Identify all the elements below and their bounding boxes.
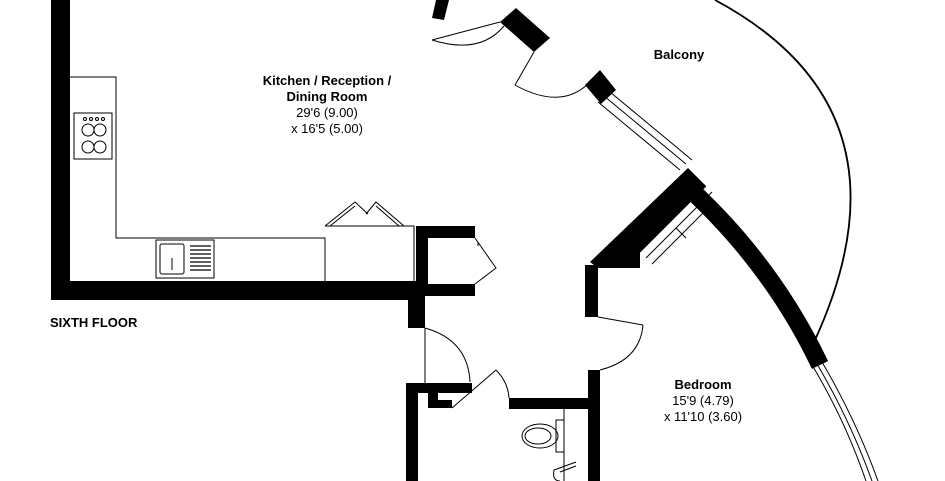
door-swings bbox=[424, 21, 644, 409]
toilet-icon bbox=[521, 419, 565, 453]
wall-curved-outer bbox=[674, 173, 829, 369]
wall-left bbox=[51, 0, 70, 300]
cupboard-doors bbox=[324, 201, 405, 227]
kitchen-dim1: 29'6 (9.00) bbox=[296, 105, 358, 120]
kitchen-name-line1: Kitchen / Reception / bbox=[263, 73, 392, 88]
bedroom-dim2: x 11'10 (3.60) bbox=[664, 409, 742, 424]
wall-kitchen-bottom bbox=[51, 281, 425, 300]
wall-bedroom-left bbox=[588, 370, 600, 481]
wardrobe bbox=[639, 185, 713, 265]
wall-top-block2 bbox=[585, 70, 616, 104]
glazing bbox=[597, 91, 879, 481]
kitchen-name-line2: Dining Room bbox=[287, 89, 368, 104]
sink-icon bbox=[155, 239, 215, 279]
wall-lower-left bbox=[406, 383, 418, 481]
balcony-outline bbox=[714, 0, 852, 341]
wall-top-block0 bbox=[432, 0, 449, 20]
hob-icon bbox=[73, 112, 113, 160]
bedroom-name: Bedroom bbox=[674, 377, 731, 392]
wall-bedroom-angle bbox=[590, 168, 706, 268]
wall-top-block1 bbox=[500, 8, 550, 52]
kitchen-dim2: x 16'5 (5.00) bbox=[291, 121, 363, 136]
wall-lower-left-inner2 bbox=[428, 400, 452, 408]
bedroom-dim1: 15'9 (4.79) bbox=[672, 393, 734, 408]
bedroom-label: Bedroom 15'9 (4.79) x 11'10 (3.60) bbox=[664, 377, 742, 424]
kitchen-worktop bbox=[70, 76, 415, 281]
wall-cupboard-left bbox=[416, 226, 428, 296]
wall-cupboard-top bbox=[416, 226, 475, 238]
glazing-curve-lower bbox=[811, 364, 867, 481]
wall-bedroom-upper bbox=[585, 265, 598, 317]
floor-label: SIXTH FLOOR bbox=[50, 315, 138, 330]
balcony-name: Balcony bbox=[654, 47, 705, 62]
kitchen-label: Kitchen / Reception / Dining Room 29'6 (… bbox=[263, 73, 392, 136]
walls bbox=[51, 0, 706, 481]
wall-cupboard-bottom bbox=[416, 284, 475, 296]
wall-bath-top bbox=[509, 398, 599, 409]
wall-lower-left-top bbox=[406, 383, 472, 393]
